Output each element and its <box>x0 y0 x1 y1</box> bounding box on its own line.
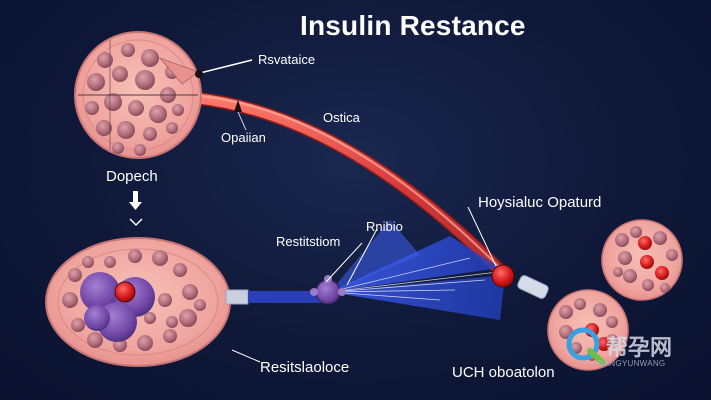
organelle <box>135 70 155 90</box>
organelle <box>613 267 623 277</box>
insulin-dot-junction <box>491 264 549 299</box>
organelle <box>104 93 122 111</box>
watermark-logo <box>566 327 605 365</box>
organelle <box>68 268 82 282</box>
organelle <box>87 332 103 348</box>
top-left-cell <box>74 31 202 159</box>
organelle <box>112 142 124 154</box>
organelle <box>112 66 128 82</box>
channel <box>225 289 328 305</box>
organelle <box>666 249 678 261</box>
vessel-marker <box>234 100 242 112</box>
receptor-pointers <box>325 228 378 286</box>
organelle <box>97 52 113 68</box>
label-hoysialuc-opaturd: Hoysialuc Opaturd <box>478 194 602 211</box>
label-uch-oboatolon: UCH oboatolon <box>452 364 555 381</box>
organelle <box>173 263 187 277</box>
down-arrow-icon <box>129 191 143 227</box>
organelle <box>653 231 667 245</box>
watermark-subtext: BANGYUNWANG <box>598 359 666 368</box>
organelle <box>194 299 206 311</box>
organelle <box>163 329 177 343</box>
organelle <box>152 250 168 266</box>
label-opaiian: Opaiian <box>221 130 266 145</box>
organelle <box>172 104 184 116</box>
pointer-arrow-top <box>195 59 253 78</box>
organelle <box>623 269 637 283</box>
organelle <box>606 316 618 328</box>
label-rnibio: Rnibio <box>366 219 403 234</box>
organelle <box>104 256 116 268</box>
organelle <box>134 144 146 156</box>
vessel-pointer-line <box>237 111 247 131</box>
watermark-text: 帮孕网 <box>606 336 673 361</box>
organelle <box>62 292 78 308</box>
bottom-left-cell <box>45 237 231 367</box>
organelle <box>128 249 142 263</box>
organelle <box>166 122 178 134</box>
organelle <box>87 73 105 91</box>
organelle <box>660 283 670 293</box>
organelle <box>179 309 197 327</box>
organelle <box>158 293 172 307</box>
organelle <box>630 226 642 238</box>
organelle <box>85 101 99 115</box>
right-top-cell <box>601 219 683 301</box>
organelle <box>143 127 157 141</box>
page-title: Insulin Restance <box>300 10 526 41</box>
label-restitstiom: Restitstiom <box>276 234 341 249</box>
organelle <box>166 316 178 328</box>
organelle <box>117 121 135 139</box>
organelle <box>82 256 94 268</box>
organelle <box>128 100 144 116</box>
organelle <box>559 305 573 319</box>
organelle <box>182 284 198 300</box>
organelle <box>96 120 112 136</box>
organelle <box>642 279 654 291</box>
organelle <box>593 303 607 317</box>
organelle <box>137 335 153 351</box>
organelle <box>615 233 629 247</box>
organelle <box>121 43 135 57</box>
organelle <box>574 298 586 310</box>
organelle <box>141 49 159 67</box>
pointer-right <box>467 206 497 267</box>
receptor-beams <box>329 220 505 320</box>
organelle <box>618 251 632 265</box>
insulin-dot-left <box>114 281 136 303</box>
organelle <box>71 318 85 332</box>
nucleus <box>80 272 155 342</box>
label-resitslaoloce: Resitslaoloce <box>260 359 350 376</box>
label-dopech: Dopech <box>106 168 158 185</box>
organelle <box>144 312 156 324</box>
organelle <box>149 105 167 123</box>
label-rsvataice: Rsvataice <box>258 52 316 67</box>
label-ostica: Ostica <box>323 110 360 125</box>
pointer-bottom-left <box>231 349 261 363</box>
